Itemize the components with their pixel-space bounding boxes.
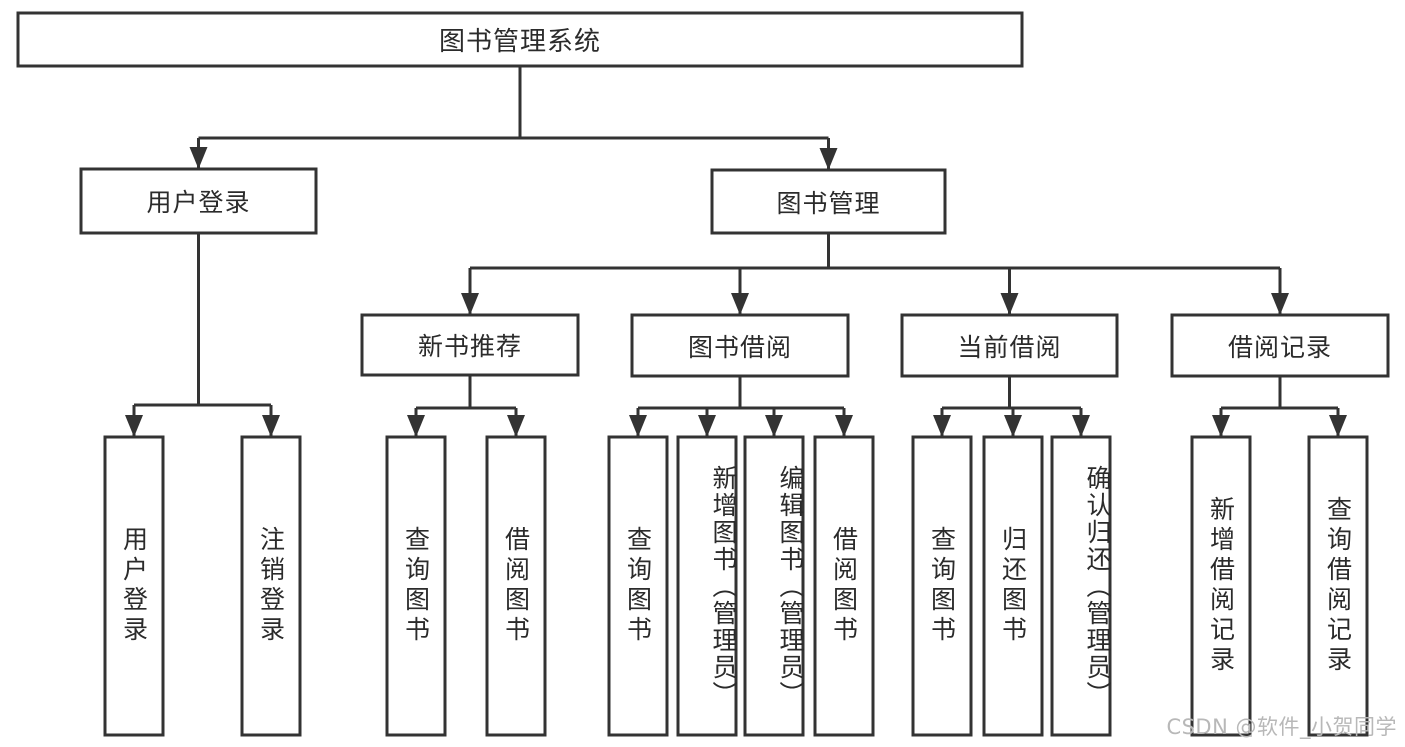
node-box-borrow-record[interactable] <box>1170 313 1390 378</box>
arrow-head-bookborrow-2 <box>765 415 783 437</box>
arrow-head-borrowrecord-1 <box>1329 415 1347 437</box>
arrow-head-root-0 <box>189 147 208 169</box>
node-box-new-book-recommend[interactable] <box>360 313 580 377</box>
arrow-head-root-1 <box>819 148 838 170</box>
arrow-head-currentborrow-2 <box>1072 415 1090 437</box>
arrow-head-bookborrow-0 <box>629 415 647 437</box>
arrow-head-borrowrecord-0 <box>1212 415 1230 437</box>
arrow-head-userlogin-0 <box>125 415 143 437</box>
node-box-current-borrow[interactable] <box>900 313 1119 378</box>
node-box-leaf-logout-login[interactable] <box>240 435 302 737</box>
arrow-head-currentborrow-0 <box>933 415 951 437</box>
node-box-leaf-add-borrow-record[interactable] <box>1190 435 1252 737</box>
node-box-leaf-query-book-cur[interactable] <box>911 435 973 737</box>
arrow-head-bookborrow-3 <box>835 415 853 437</box>
node-box-user-login[interactable] <box>79 167 318 235</box>
connector-layer <box>125 66 1347 437</box>
node-box-leaf-borrow-book-bor[interactable] <box>813 435 875 737</box>
node-box-book-borrow[interactable] <box>630 313 850 378</box>
node-box-layer <box>16 11 1390 737</box>
arrow-head-bookmanage-1 <box>731 293 749 315</box>
node-box-leaf-confirm-return[interactable] <box>1050 435 1112 737</box>
arrow-head-bookmanage-3 <box>1271 293 1289 315</box>
node-box-leaf-query-borrow-record[interactable] <box>1307 435 1369 737</box>
arrow-head-currentborrow-1 <box>1004 415 1022 437</box>
arrow-head-bookborrow-1 <box>698 415 716 437</box>
node-box-leaf-query-book-rec[interactable] <box>385 435 447 737</box>
arrow-head-newbook-1 <box>507 415 525 437</box>
node-box-root[interactable] <box>16 11 1024 68</box>
node-box-leaf-borrow-book-rec[interactable] <box>485 435 547 737</box>
node-box-leaf-query-book-bor[interactable] <box>607 435 669 737</box>
node-box-leaf-edit-book-admin[interactable] <box>743 435 805 737</box>
node-box-book-manage[interactable] <box>710 168 947 235</box>
arrow-head-newbook-0 <box>407 415 425 437</box>
watermark-text: CSDN @软件_小贺同学 <box>1166 715 1397 739</box>
node-box-leaf-return-book[interactable] <box>982 435 1044 737</box>
arrow-head-userlogin-1 <box>262 415 280 437</box>
arrow-head-bookmanage-0 <box>461 293 479 315</box>
node-box-leaf-user-login[interactable] <box>103 435 165 737</box>
arrow-head-bookmanage-2 <box>1000 293 1019 315</box>
node-box-leaf-add-book-admin[interactable] <box>676 435 738 737</box>
